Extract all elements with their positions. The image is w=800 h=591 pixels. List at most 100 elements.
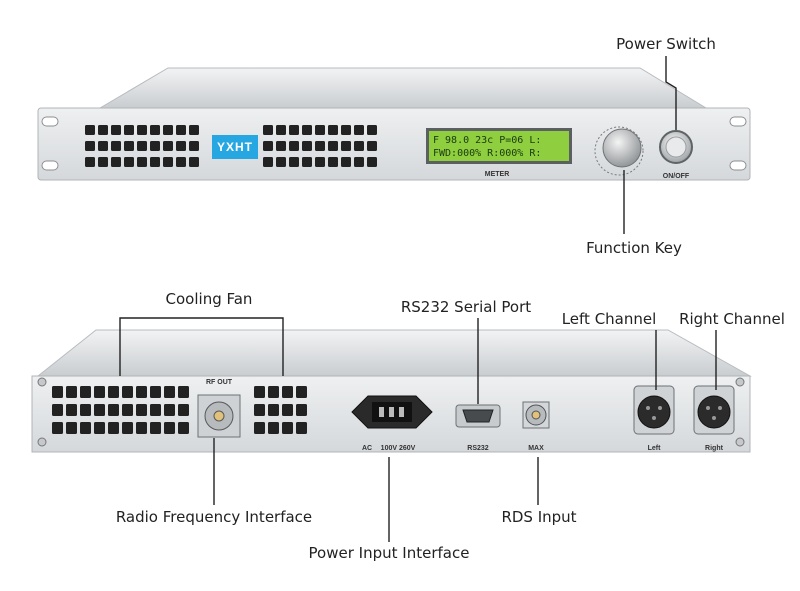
- vent-slot: [163, 157, 173, 167]
- power-switch-callout: Power Switch: [616, 35, 716, 53]
- vent-slot: [354, 157, 364, 167]
- rf-out-label: RF OUT: [206, 379, 233, 386]
- vent-slot: [176, 157, 186, 167]
- vent-slot: [367, 125, 377, 135]
- rack-slot: [729, 160, 747, 171]
- vent-slot: [268, 422, 279, 434]
- left-channel-callout: Left Channel: [562, 310, 657, 328]
- vent-slot: [328, 141, 338, 151]
- xlr-right-pin: [706, 406, 710, 410]
- vent-slot: [52, 422, 63, 434]
- xlr-right-pin: [718, 406, 722, 410]
- vent-slot: [122, 404, 133, 416]
- vent-slot: [80, 422, 91, 434]
- vent-slot: [189, 157, 199, 167]
- screw: [37, 437, 47, 447]
- ac-inlet-pin: [379, 407, 384, 417]
- vent-slot: [367, 141, 377, 151]
- vent-slot: [254, 422, 265, 434]
- vent-slot: [111, 141, 121, 151]
- front-vent-left: [85, 125, 199, 167]
- vent-slot: [66, 422, 77, 434]
- vent-slot: [289, 141, 299, 151]
- vent-slot: [137, 157, 147, 167]
- right-channel-callout: Right Channel: [679, 310, 785, 328]
- front-chassis-top: [98, 67, 708, 109]
- vent-slot: [263, 157, 273, 167]
- vent-slot: [94, 404, 105, 416]
- vent-slot: [108, 404, 119, 416]
- lcd-display: [429, 131, 569, 161]
- function-knob[interactable]: [602, 128, 642, 168]
- vent-slot: [98, 157, 108, 167]
- screw: [735, 377, 745, 387]
- left-label: Left: [648, 445, 662, 452]
- vent-slot: [328, 157, 338, 167]
- vent-slot: [80, 386, 91, 398]
- vent-slot: [108, 422, 119, 434]
- screw: [37, 377, 47, 387]
- vent-slot: [176, 141, 186, 151]
- vent-slot: [52, 386, 63, 398]
- xlr-right-connector[interactable]: [697, 395, 731, 429]
- vent-slot: [296, 386, 307, 398]
- lcd-line-2: FWD:000% R:000% R:: [433, 148, 541, 159]
- rear-vent-left: [52, 386, 189, 434]
- vent-slot: [136, 422, 147, 434]
- vent-slot: [66, 386, 77, 398]
- vent-slot: [85, 141, 95, 151]
- rs232-callout: RS232 Serial Port: [401, 298, 531, 316]
- vent-slot: [85, 157, 95, 167]
- xlr-left-connector[interactable]: [637, 395, 671, 429]
- logo-text: YXHT: [217, 140, 253, 154]
- vent-slot: [296, 404, 307, 416]
- rs232-port[interactable]: [462, 409, 494, 423]
- vent-slot: [315, 125, 325, 135]
- power-switch-inner: [665, 136, 687, 158]
- vent-slot: [150, 404, 161, 416]
- vent-slot: [164, 422, 175, 434]
- vent-slot: [163, 141, 173, 151]
- vent-slot: [136, 386, 147, 398]
- vent-slot: [263, 125, 273, 135]
- vent-slot: [254, 404, 265, 416]
- vent-slot: [150, 422, 161, 434]
- vent-slot: [254, 386, 265, 398]
- vent-slot: [164, 386, 175, 398]
- vent-slot: [124, 141, 134, 151]
- vent-slot: [124, 157, 134, 167]
- vent-slot: [122, 386, 133, 398]
- vent-slot: [176, 125, 186, 135]
- ac-label: AC: [362, 445, 372, 452]
- power-input-callout: Power Input Interface: [309, 544, 470, 562]
- vent-slot: [98, 141, 108, 151]
- front-panel: YXHT F 98.0 23c P=06 L: FWD:000% R:000% …: [37, 67, 751, 181]
- vent-slot: [341, 141, 351, 151]
- onoff-label: ON/OFF: [663, 173, 690, 180]
- vent-slot: [150, 141, 160, 151]
- vent-slot: [150, 386, 161, 398]
- vent-slot: [289, 125, 299, 135]
- vent-slot: [124, 125, 134, 135]
- ac-inlet-pin: [389, 407, 394, 417]
- power-switch-leader: [665, 56, 677, 130]
- rear-vent-right: [254, 386, 307, 434]
- vent-slot: [189, 141, 199, 151]
- rds-input-pin: [531, 410, 541, 420]
- vent-slot: [178, 386, 189, 398]
- voltage-label: 100V 260V: [381, 445, 416, 452]
- max-label: MAX: [528, 445, 544, 452]
- vent-slot: [189, 125, 199, 135]
- vent-slot: [354, 141, 364, 151]
- meter-label: METER: [485, 171, 510, 178]
- vent-slot: [80, 404, 91, 416]
- vent-slot: [111, 157, 121, 167]
- rack-slot: [729, 116, 747, 127]
- lcd-line-1: F 98.0 23c P=06 L:: [433, 135, 541, 146]
- function-knob-ring: [594, 126, 644, 176]
- vent-slot: [137, 141, 147, 151]
- vent-slot: [66, 404, 77, 416]
- cooling-fan-bracket: [119, 317, 284, 376]
- vent-slot: [137, 125, 147, 135]
